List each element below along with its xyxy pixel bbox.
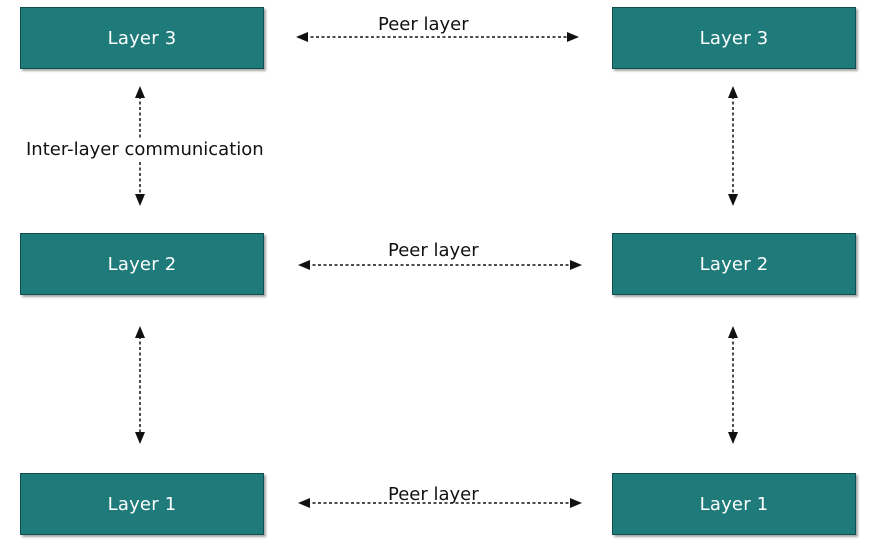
- left-layer3-box: Layer 3: [20, 7, 264, 69]
- peer-label-layer2: Peer layer: [388, 240, 479, 261]
- peer-label-layer3: Peer layer: [378, 14, 469, 35]
- peer-label-layer1: Peer layer: [388, 484, 479, 505]
- inter-layer-arrow-left-lower: [135, 326, 145, 444]
- right-layer3-label: Layer 3: [699, 27, 769, 49]
- right-layer2-label: Layer 2: [699, 253, 769, 275]
- left-layer3-label: Layer 3: [107, 27, 177, 49]
- left-layer2-box: Layer 2: [20, 233, 264, 295]
- peer-arrow-layer3: [296, 32, 579, 42]
- inter-layer-arrow-right-upper: [728, 86, 738, 206]
- peer-arrow-layer2: [298, 260, 582, 270]
- right-layer3-box: Layer 3: [612, 7, 856, 69]
- right-layer1-label: Layer 1: [699, 493, 769, 515]
- right-layer1-box: Layer 1: [612, 473, 856, 535]
- inter-layer-label: Inter-layer communication: [25, 139, 265, 160]
- inter-layer-arrow-right-lower: [728, 326, 738, 444]
- left-layer1-label: Layer 1: [107, 493, 177, 515]
- left-layer2-label: Layer 2: [107, 253, 177, 275]
- left-layer1-box: Layer 1: [20, 473, 264, 535]
- right-layer2-box: Layer 2: [612, 233, 856, 295]
- peer-arrow-layer1: [298, 498, 582, 508]
